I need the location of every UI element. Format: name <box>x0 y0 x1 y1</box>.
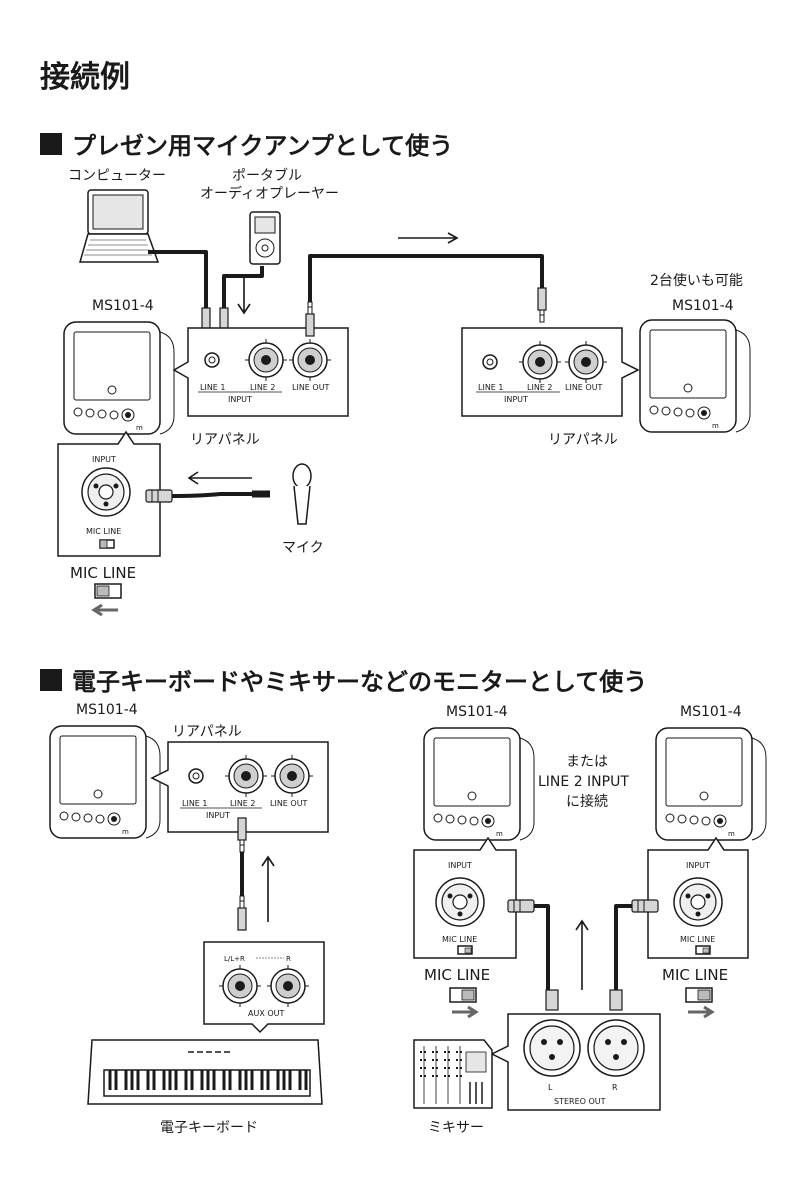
aux-r: R <box>286 955 291 963</box>
line-out-cable <box>308 254 544 306</box>
rear-panel-2 <box>150 741 329 833</box>
computer-cable <box>148 250 208 310</box>
front-input-panel-c <box>647 836 749 959</box>
jack-line-out: LINE OUT <box>292 383 330 392</box>
down-arrow-icon <box>237 278 251 315</box>
jack-line2-right: LINE 2 <box>527 383 553 392</box>
section2-heading: 電子キーボードやミキサーなどのモニターとして使う <box>40 662 647 697</box>
switch-left-arrow-icon <box>91 603 118 617</box>
speaker-c <box>655 727 767 841</box>
jack-line2-2: LINE 2 <box>230 799 256 808</box>
front-switch-label: MIC LINE <box>86 527 121 536</box>
mic-line-switch-b <box>449 987 477 1003</box>
line-out-plug <box>305 301 315 337</box>
line2-plug <box>537 287 547 323</box>
xlr-connector-l <box>545 989 559 1011</box>
jack-group-input-2: INPUT <box>206 811 230 820</box>
front-input-panel <box>57 430 161 557</box>
label-player-line2: オーディオプレーヤー <box>200 185 339 202</box>
keyboard-icon <box>87 1039 323 1105</box>
rear-panel-right <box>461 327 640 417</box>
rear-panel-left <box>172 327 349 417</box>
portable-player-icon <box>249 211 281 265</box>
jack-line1-2: LINE 1 <box>182 799 208 808</box>
speaker-left <box>63 321 175 435</box>
jack-line1-right: LINE 1 <box>478 383 504 392</box>
aux-out-label: AUX OUT <box>248 1009 285 1018</box>
up-arrow-icon <box>261 855 275 922</box>
stereo-out-panel <box>490 1013 661 1111</box>
jack-line2: LINE 2 <box>250 383 276 392</box>
label-rear-panel-left: リアパネル <box>190 432 260 448</box>
speaker-right <box>639 319 751 433</box>
xlr-plug-c <box>631 899 659 913</box>
label-player-line1: ポータブル <box>232 167 302 184</box>
left-arrow-icon <box>187 471 252 485</box>
front-switch-label-c: MIC LINE <box>680 935 715 944</box>
jack-group-input: INPUT <box>228 395 252 404</box>
switch-label-c: MIC LINE <box>662 966 728 984</box>
stereo-out-label: STEREO OUT <box>554 1097 606 1106</box>
label-computer: コンピューター <box>68 168 166 184</box>
aux-out-panel <box>203 941 325 1034</box>
xlr-cable-left <box>534 904 550 990</box>
section1-heading-text: プレゼン用マイクアンプとして使う <box>72 132 454 160</box>
heading-square-icon <box>40 668 62 691</box>
note-line2: LINE 2 INPUT <box>538 774 629 790</box>
xlr-cable-right <box>614 904 632 990</box>
mic-line-switch <box>94 583 122 599</box>
label-keyboard: 電子キーボード <box>160 1120 258 1136</box>
front-input-label: INPUT <box>92 455 116 464</box>
label-mixer: ミキサー <box>428 1120 484 1136</box>
label-model-c: MS101-4 <box>680 704 742 720</box>
switch-right-arrow-icon-b <box>452 1005 479 1019</box>
jack-line1: LINE 1 <box>200 383 226 392</box>
label-rear-panel-right: リアパネル <box>548 432 618 448</box>
front-input-label-c: INPUT <box>686 861 710 870</box>
aux-lr: L/L+R <box>224 955 245 963</box>
label-model-a: MS101-4 <box>76 702 138 718</box>
jack-line-out-right: LINE OUT <box>565 383 603 392</box>
mic-cable <box>171 492 252 498</box>
label-model-left: MS101-4 <box>92 298 154 314</box>
stereo-r: R <box>612 1083 618 1092</box>
jack-group-input-right: INPUT <box>504 395 528 404</box>
microphone-icon <box>292 463 312 525</box>
xlr-connector-r <box>609 989 623 1011</box>
speaker-a <box>49 725 161 839</box>
keyboard-bottom-plug <box>237 895 247 931</box>
switch-label: MIC LINE <box>70 564 136 582</box>
section2-heading-text: 電子キーボードやミキサーなどのモニターとして使う <box>72 668 648 696</box>
label-model-right: MS101-4 <box>672 298 734 314</box>
label-two-units: 2台使いも可能 <box>650 272 743 289</box>
up-arrow-icon-2 <box>575 919 589 990</box>
label-rear-panel-2: リアパネル <box>172 724 242 740</box>
stereo-l: L <box>548 1083 553 1092</box>
player-cable <box>222 266 264 310</box>
right-arrow-icon <box>398 232 459 244</box>
front-input-panel-b <box>413 836 517 959</box>
page-title: 接続例 <box>40 60 130 95</box>
label-mic: マイク <box>282 540 324 556</box>
computer-icon <box>79 189 160 263</box>
xlr-plug-b <box>507 899 535 913</box>
mic-line-switch-c <box>685 987 713 1003</box>
switch-label-b: MIC LINE <box>424 966 490 984</box>
note-line3: に接続 <box>566 793 608 810</box>
front-switch-label-b: MIC LINE <box>442 935 477 944</box>
section1-heading: プレゼン用マイクアンプとして使う <box>40 126 453 161</box>
note-line1: または <box>566 754 608 770</box>
switch-right-arrow-icon-c <box>688 1005 715 1019</box>
jack-line-out-2: LINE OUT <box>270 799 308 808</box>
mixer-icon <box>413 1039 493 1109</box>
keyboard-top-plug <box>237 817 247 853</box>
speaker-b <box>423 727 535 841</box>
heading-square-icon <box>40 132 62 155</box>
label-model-b: MS101-4 <box>446 704 508 720</box>
mic-xlr-plug <box>145 489 173 503</box>
front-input-label-b: INPUT <box>448 861 472 870</box>
